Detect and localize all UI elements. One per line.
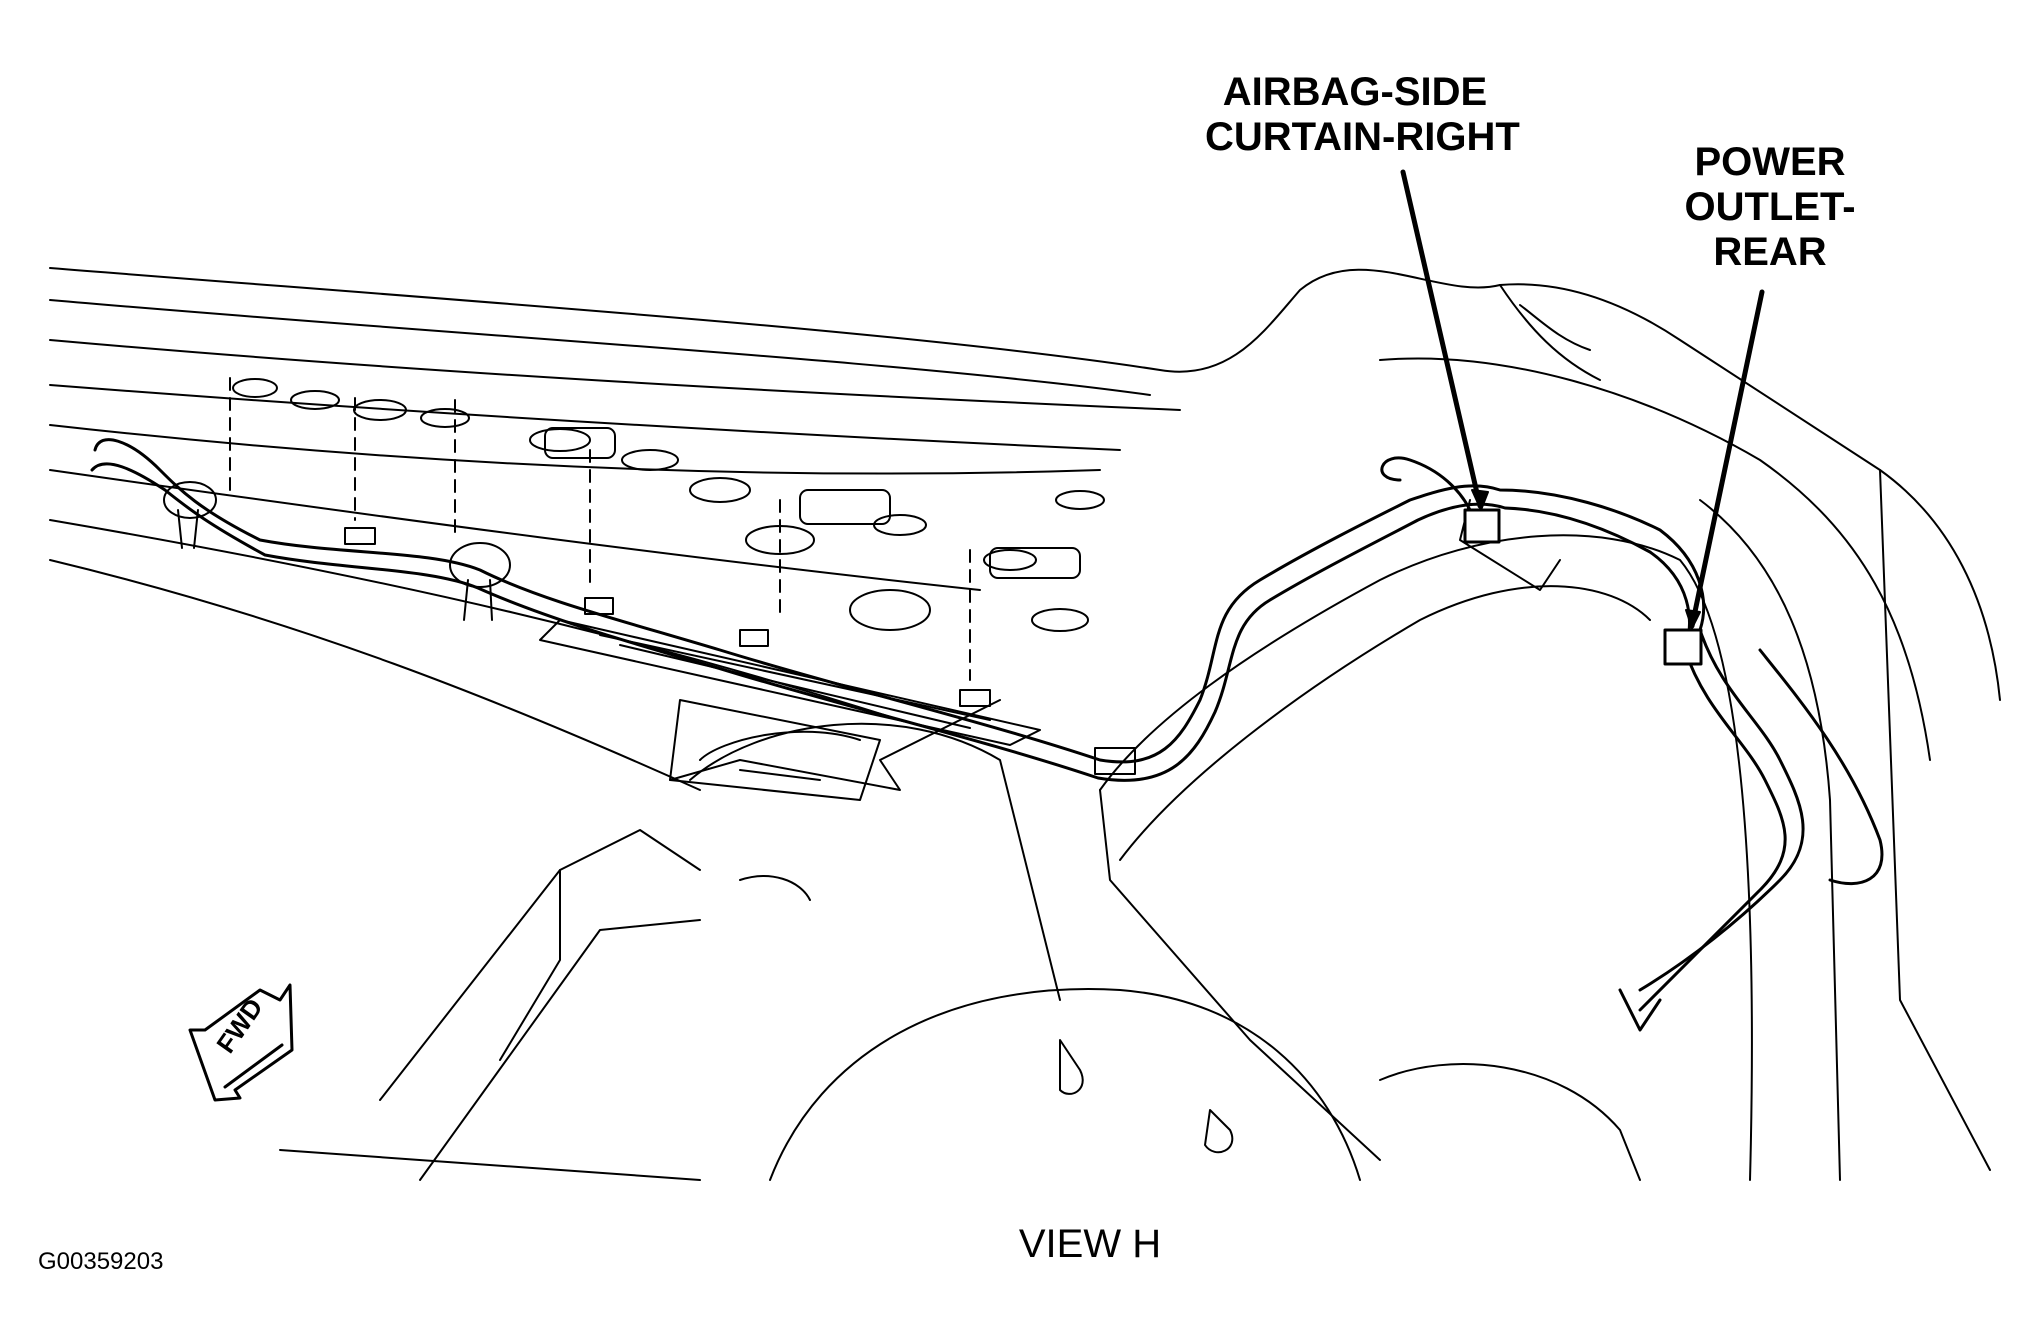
harness-routing-channel [539, 619, 1041, 801]
power-outlet-leader-arrowhead [1685, 609, 1701, 629]
forward-arrow-icon: FWD [188, 983, 294, 1102]
wire-harness [90, 438, 1884, 1032]
harness-fasteners [163, 377, 1136, 775]
airbag-leader-line [1400, 169, 1483, 509]
roof-bow-cutouts [232, 378, 1105, 632]
power-outlet-leader-line [1689, 289, 1765, 629]
power-outlet-rear-callout: POWER OUTLET- REAR [1655, 140, 1885, 275]
callout-line: CURTAIN-RIGHT [1205, 115, 1520, 159]
callout-leaders [1400, 169, 1765, 629]
callout-line: REAR [1713, 230, 1827, 274]
view-title: VIEW H [1018, 1222, 1162, 1266]
callout-line: POWER [1694, 140, 1846, 184]
roof-panel [49, 267, 2001, 1181]
airbag-side-curtain-right-callout: AIRBAG-SIDE CURTAIN-RIGHT [1205, 70, 1520, 160]
airbag-connector [1463, 508, 1501, 544]
power-outlet-connector [1663, 628, 1703, 666]
callout-line: AIRBAG-SIDE [1222, 70, 1488, 114]
figure-id: G00359203 [38, 1248, 164, 1275]
callout-line: OUTLET- [1684, 185, 1856, 229]
airbag-leader-arrowhead [1471, 489, 1489, 511]
rear-opening [279, 534, 1753, 1181]
